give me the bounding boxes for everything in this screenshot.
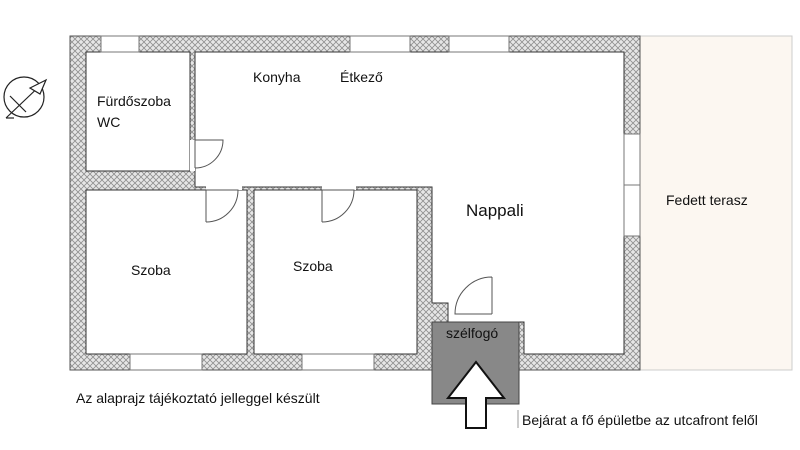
- terrace-label: Fedett terasz: [666, 192, 748, 208]
- windows: [100, 35, 641, 371]
- bedroom-left-room: [85, 189, 248, 355]
- terrace-area: [639, 35, 793, 371]
- entrance-note: Bejárat a fő épületbe az utcafront felől: [522, 412, 758, 428]
- compass-icon: [3, 76, 48, 119]
- living-label: Nappali: [466, 201, 524, 220]
- bathroom-label: Fürdőszoba: [97, 93, 171, 109]
- disclaimer-note: Az alaprajz tájékoztató jelleggel készül…: [76, 390, 320, 406]
- bedroom-right-room: [253, 189, 418, 355]
- bathroom-room: [85, 51, 191, 172]
- door-swings: [194, 139, 493, 315]
- door-openings: [190, 140, 492, 322]
- bedroom-right-label: Szoba: [293, 258, 333, 274]
- kitchen-label: Konyha: [253, 69, 301, 85]
- vestibule-label: szélfogó: [446, 325, 498, 341]
- entrance-arrow-icon: [445, 360, 507, 429]
- dining-label: Étkező: [340, 69, 383, 85]
- bedroom-left-label: Szoba: [131, 262, 171, 278]
- wc-label: WC: [97, 114, 120, 130]
